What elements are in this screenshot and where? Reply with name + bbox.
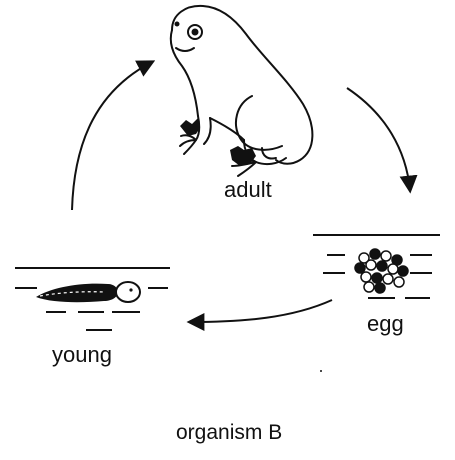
tadpole — [36, 282, 140, 302]
egg-cluster — [355, 249, 408, 293]
speck — [320, 370, 322, 372]
egg-label: egg — [367, 311, 404, 337]
caption: organism B — [176, 421, 282, 445]
arrow-adult-to-egg — [347, 88, 410, 190]
frog-front-foot — [180, 118, 200, 136]
adult-label: adult — [224, 177, 272, 203]
arrow-young-to-adult — [72, 62, 152, 210]
arrow-egg-to-young — [190, 300, 332, 322]
young-label: young — [52, 342, 112, 368]
